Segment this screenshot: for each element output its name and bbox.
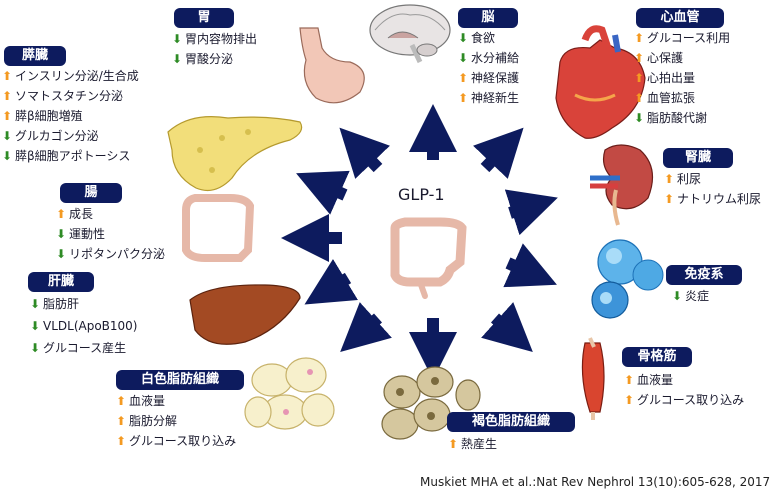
up-arrow-icon bbox=[624, 392, 635, 409]
down-arrow-icon bbox=[2, 148, 13, 165]
down-arrow-icon bbox=[56, 226, 67, 243]
arrow-to-muscle bbox=[481, 302, 533, 353]
liver-effect-2: VLDL(ApoB100) bbox=[30, 318, 138, 335]
kidney-illustration bbox=[590, 144, 654, 226]
arrow-to-stomach bbox=[339, 127, 390, 179]
stomach-title: 胃 bbox=[174, 8, 234, 28]
pancreas-effect-5: 膵β細胞アポトーシス bbox=[2, 148, 130, 165]
down-arrow-icon bbox=[172, 31, 183, 48]
pancreas-effect-3: 膵β細胞増殖 bbox=[2, 108, 83, 125]
brain-effect-1: 食欲 bbox=[458, 30, 495, 47]
muscle-effect-1: 血液量 bbox=[624, 372, 673, 389]
heart-illustration bbox=[555, 25, 646, 139]
white-adipose-illustration bbox=[244, 357, 335, 430]
gut-effect-2: 運動性 bbox=[56, 226, 105, 243]
heart-effect-1: グルコース利用 bbox=[634, 30, 730, 47]
pancreas-illustration bbox=[167, 116, 303, 191]
glp1-label: GLP-1 bbox=[398, 185, 445, 204]
brain-effect-3: 神経保護 bbox=[458, 70, 519, 87]
up-arrow-icon bbox=[448, 436, 459, 453]
arrows bbox=[281, 104, 558, 380]
down-arrow-icon bbox=[634, 110, 645, 127]
immune-effect-1: 炎症 bbox=[672, 288, 709, 305]
down-arrow-icon bbox=[2, 128, 13, 145]
up-arrow-icon bbox=[116, 413, 127, 430]
muscle-illustration bbox=[581, 337, 605, 420]
up-arrow-icon bbox=[634, 70, 645, 87]
muscle-effect-2: グルコース取り込み bbox=[624, 392, 744, 409]
kidney-title: 腎臓 bbox=[663, 148, 733, 168]
down-arrow-icon bbox=[172, 51, 183, 68]
liver-effect-3: グルコース産生 bbox=[30, 340, 126, 357]
down-arrow-icon bbox=[56, 246, 67, 263]
up-arrow-icon bbox=[664, 171, 675, 188]
arrow-to-heart bbox=[473, 127, 524, 179]
immune-title: 免疫系 bbox=[666, 265, 742, 285]
up-arrow-icon bbox=[56, 206, 67, 223]
gut-illustration bbox=[182, 194, 255, 262]
down-arrow-icon bbox=[30, 340, 41, 357]
arrow-to-kidney bbox=[504, 189, 558, 236]
muscle-title: 骨格筋 bbox=[622, 347, 692, 367]
arrow-to-wat bbox=[340, 302, 392, 353]
down-arrow-icon bbox=[458, 50, 469, 67]
citation: Muskiet MHA et al.:Nat Rev Nephrol 13(10… bbox=[420, 475, 770, 489]
heart-title: 心血管 bbox=[636, 8, 724, 28]
gut-effect-3: リポタンパク分泌 bbox=[56, 246, 165, 263]
pancreas-title: 膵臓 bbox=[4, 46, 66, 66]
wat-title: 白色脂肪組織 bbox=[116, 370, 244, 390]
kidney-effect-2: ナトリウム利尿 bbox=[664, 191, 761, 208]
gut-title: 腸 bbox=[60, 183, 122, 203]
pancreas-effect-4: グルカゴン分泌 bbox=[2, 128, 99, 145]
up-arrow-icon bbox=[458, 70, 469, 87]
up-arrow-icon bbox=[664, 191, 675, 208]
kidney-effect-1: 利尿 bbox=[664, 171, 701, 188]
stomach-illustration bbox=[299, 27, 365, 104]
arrow-to-liver bbox=[304, 259, 358, 305]
brain-illustration bbox=[369, 4, 451, 64]
brain-effect-4: 神経新生 bbox=[458, 90, 519, 107]
up-arrow-icon bbox=[624, 372, 635, 389]
up-arrow-icon bbox=[634, 50, 645, 67]
pancreas-effect-2: ソマトスタチン分泌 bbox=[2, 88, 123, 105]
up-arrow-icon bbox=[2, 88, 13, 105]
heart-effect-4: 血管拡張 bbox=[634, 90, 695, 107]
arrow-to-immune bbox=[503, 243, 557, 288]
brain-title: 脳 bbox=[458, 8, 518, 28]
up-arrow-icon bbox=[2, 68, 13, 85]
arrow-to-pancreas bbox=[296, 170, 350, 215]
liver-effect-1: 脂肪肝 bbox=[30, 296, 79, 313]
up-arrow-icon bbox=[116, 393, 127, 410]
down-arrow-icon bbox=[30, 318, 41, 335]
liver-title: 肝臓 bbox=[28, 272, 94, 292]
heart-effect-5: 脂肪酸代謝 bbox=[634, 110, 707, 127]
down-arrow-icon bbox=[458, 30, 469, 47]
heart-effect-2: 心保護 bbox=[634, 50, 683, 67]
up-arrow-icon bbox=[458, 90, 469, 107]
immune-cells-illustration bbox=[591, 239, 664, 319]
bat-title: 褐色脂肪組織 bbox=[447, 412, 575, 432]
heart-effect-3: 心拍出量 bbox=[634, 70, 695, 87]
bat-effect-1: 熱産生 bbox=[448, 436, 497, 453]
pancreas-effect-1: インスリン分泌/生合成 bbox=[2, 68, 139, 85]
gut-effect-1: 成長 bbox=[56, 206, 93, 223]
wat-effect-1: 血液量 bbox=[116, 393, 165, 410]
brain-effect-2: 水分補給 bbox=[458, 50, 519, 67]
brown-adipose-illustration bbox=[381, 366, 481, 440]
up-arrow-icon bbox=[116, 433, 127, 450]
up-arrow-icon bbox=[2, 108, 13, 125]
wat-effect-3: グルコース取り込み bbox=[116, 433, 236, 450]
down-arrow-icon bbox=[672, 288, 683, 305]
up-arrow-icon bbox=[634, 90, 645, 107]
liver-illustration bbox=[189, 284, 301, 345]
wat-effect-2: 脂肪分解 bbox=[116, 413, 177, 430]
up-arrow-icon bbox=[634, 30, 645, 47]
stomach-effect-2: 胃酸分泌 bbox=[172, 51, 233, 68]
stomach-effect-1: 胃内容物排出 bbox=[172, 31, 257, 48]
center-intestine-illustration bbox=[390, 217, 467, 299]
down-arrow-icon bbox=[30, 296, 41, 313]
